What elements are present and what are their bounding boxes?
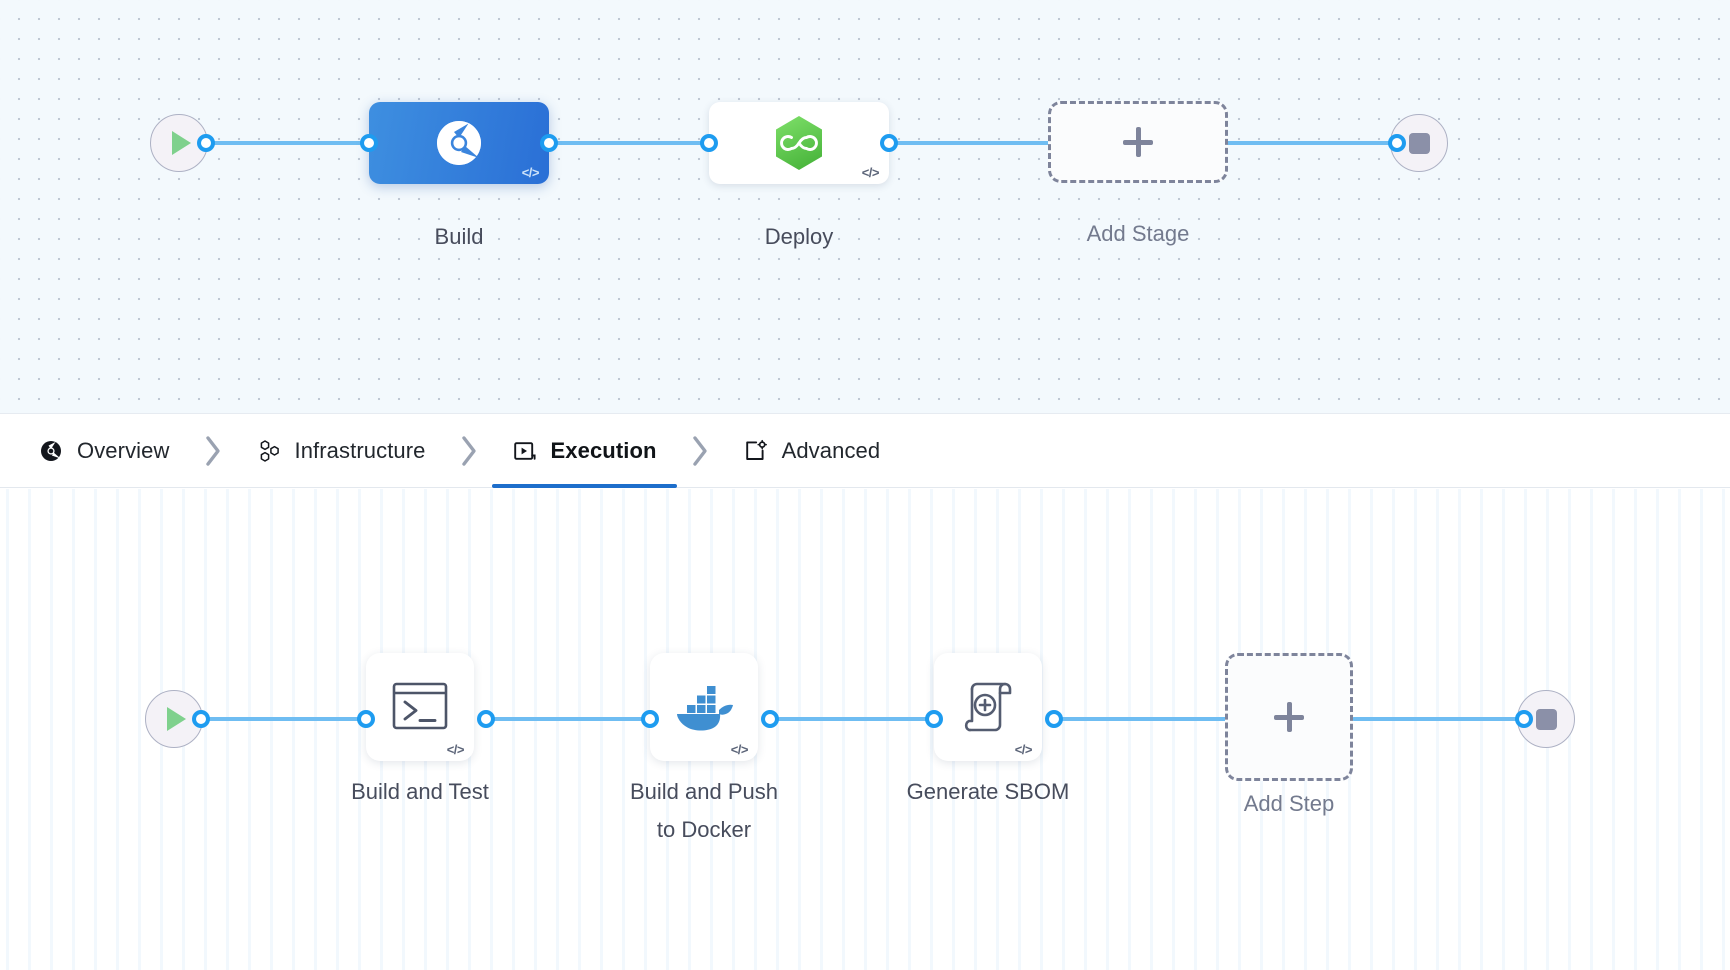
- tab-advanced-label: Advanced: [781, 437, 881, 463]
- port-step3-out[interactable]: [1045, 710, 1063, 728]
- pipeline-end-node[interactable]: [1390, 114, 1448, 172]
- tab-execution-label: Execution: [550, 437, 657, 463]
- port-exec-end-in[interactable]: [1515, 710, 1533, 728]
- execution-end-node[interactable]: [1517, 690, 1575, 748]
- add-step-label: Add Step: [1243, 791, 1335, 816]
- code-badge-icon: </>: [1014, 742, 1033, 757]
- tab-execution[interactable]: Execution: [491, 414, 677, 488]
- port-deploy-out[interactable]: [880, 134, 898, 152]
- tab-separator-1: [174, 434, 252, 468]
- execution-play-icon: [512, 438, 538, 464]
- tab-infrastructure-label: Infrastructure: [294, 437, 426, 463]
- edge-start-to-step1: [202, 717, 374, 721]
- add-step-node[interactable]: [1225, 653, 1353, 781]
- step-node-build-and-test[interactable]: </>: [366, 653, 474, 761]
- tab-separator-3: [661, 434, 739, 468]
- port-end-in[interactable]: [1388, 134, 1406, 152]
- port-build-out[interactable]: [540, 134, 558, 152]
- tab-overview-label: Overview: [77, 437, 170, 463]
- stage-graph-canvas[interactable]: </> Build </>: [0, 0, 1730, 414]
- code-badge-icon: </>: [521, 165, 540, 180]
- stage-config-tabs: Overview Infrastructure: [0, 414, 1730, 488]
- edge-step1-to-step2: [486, 717, 658, 721]
- port-step1-out[interactable]: [477, 710, 495, 728]
- edge-add-to-end: [1224, 141, 1397, 145]
- hexagon-cluster-icon: [256, 438, 282, 464]
- edge-start-to-build: [208, 141, 376, 145]
- edge-build-to-deploy: [548, 141, 714, 145]
- port-exec-start-out[interactable]: [192, 710, 210, 728]
- harness-ci-icon: [434, 118, 484, 168]
- port-start-out[interactable]: [197, 134, 215, 152]
- play-icon: [172, 131, 191, 155]
- sbom-scroll-icon: [958, 679, 1018, 735]
- stage-node-build[interactable]: </>: [369, 102, 549, 184]
- edge-deploy-to-add: [886, 141, 1068, 145]
- port-step3-in[interactable]: [925, 710, 943, 728]
- port-step2-in[interactable]: [641, 710, 659, 728]
- overview-pie-icon: [38, 438, 64, 464]
- port-step2-out[interactable]: [761, 710, 779, 728]
- advanced-gear-icon: [743, 438, 769, 464]
- tab-infrastructure[interactable]: Infrastructure: [252, 414, 430, 488]
- plus-icon: [1274, 702, 1304, 732]
- execution-graph-canvas[interactable]: </> Build and Test: [0, 489, 1730, 970]
- docker-whale-icon: [671, 681, 737, 733]
- step-label-generate-sbom: Generate SBOM: [906, 779, 1070, 804]
- plus-icon: [1123, 127, 1153, 157]
- stage-node-deploy[interactable]: </>: [709, 102, 889, 184]
- code-badge-icon: </>: [861, 165, 880, 180]
- stop-icon: [1535, 708, 1557, 730]
- chevron-right-icon: [205, 435, 220, 466]
- step-label-build-and-push-docker: Build and Push to Docker: [630, 779, 778, 842]
- edge-step2-to-step3: [770, 717, 942, 721]
- add-stage-node[interactable]: [1048, 101, 1228, 183]
- chevron-right-icon: [461, 435, 476, 466]
- step-node-build-and-push-docker[interactable]: </>: [650, 653, 758, 761]
- chevron-right-icon: [692, 435, 707, 466]
- step-label-build-and-test: Build and Test: [351, 779, 489, 804]
- play-icon: [167, 707, 186, 731]
- port-step1-in[interactable]: [357, 710, 375, 728]
- step-node-generate-sbom[interactable]: </>: [934, 653, 1042, 761]
- edge-add-to-end: [1352, 717, 1524, 721]
- port-deploy-in[interactable]: [700, 134, 718, 152]
- edge-step3-to-add: [1054, 717, 1232, 721]
- code-badge-icon: </>: [446, 742, 465, 757]
- stage-label-build: Build: [434, 224, 484, 249]
- tab-overview[interactable]: Overview: [34, 414, 174, 488]
- harness-cd-icon: [773, 115, 825, 171]
- stage-label-deploy: Deploy: [764, 224, 834, 249]
- tab-advanced[interactable]: Advanced: [739, 414, 885, 488]
- terminal-icon: [391, 681, 449, 733]
- port-build-in[interactable]: [360, 134, 378, 152]
- stop-icon: [1408, 132, 1430, 154]
- tab-separator-2: [430, 434, 508, 468]
- add-stage-label: Add Stage: [1086, 221, 1190, 246]
- code-badge-icon: </>: [730, 742, 749, 757]
